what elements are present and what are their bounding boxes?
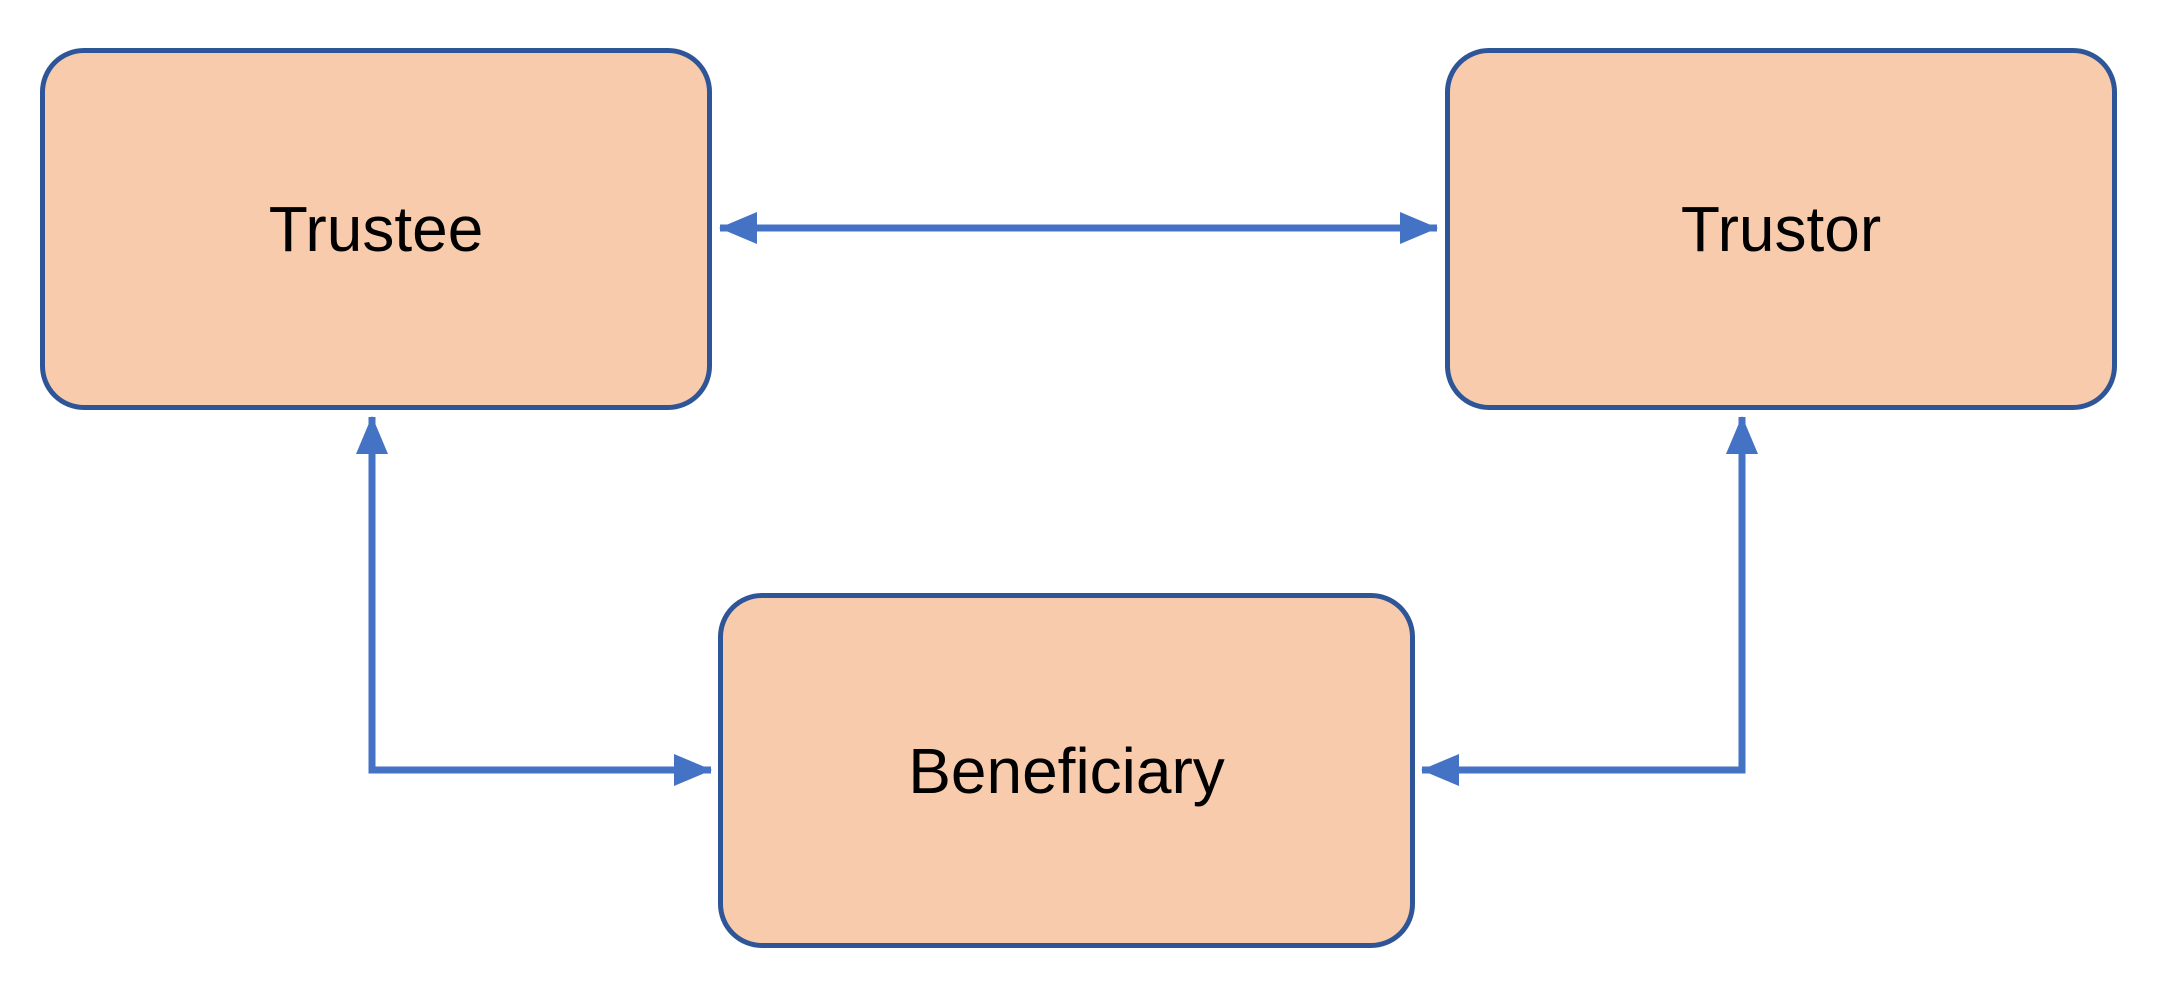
arrow-beneficiary-trustor (1421, 416, 1758, 786)
node-beneficiary[interactable]: Beneficiary (718, 593, 1415, 948)
node-trustee[interactable]: Trustee (40, 48, 712, 410)
node-trustee-label: Trustee (268, 193, 484, 265)
arrow-beneficiary-trustee (356, 416, 712, 786)
node-trustor-label: Trustor (1680, 193, 1882, 265)
node-trustor[interactable]: Trustor (1445, 48, 2117, 410)
node-beneficiary-label: Beneficiary (908, 734, 1225, 807)
